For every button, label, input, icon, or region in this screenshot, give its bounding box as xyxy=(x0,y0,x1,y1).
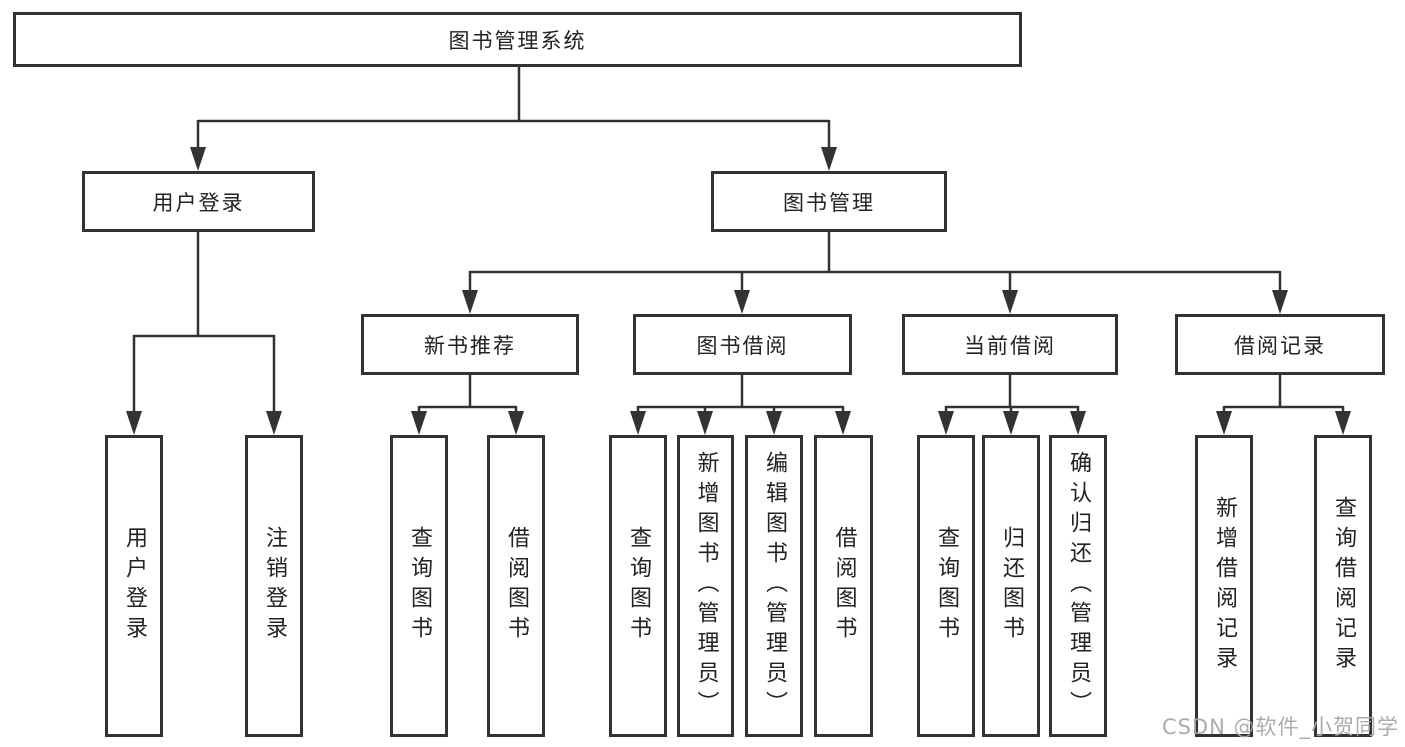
connector-new-book-to-leaves xyxy=(417,375,518,414)
arrowhead-icon xyxy=(411,411,427,435)
arrowheads xyxy=(126,147,1351,435)
leaf-confirm-return-admin: 确认归还（管理员） xyxy=(1049,435,1107,737)
leaf-query-books-newbook-label: 查询图书 xyxy=(407,526,432,646)
leaf-logout-label: 注销登录 xyxy=(262,526,287,646)
leaf-query-borrow-record-label: 查询借阅记录 xyxy=(1331,496,1356,676)
node-root-label: 图书管理系统 xyxy=(448,28,587,53)
arrowhead-icon xyxy=(462,290,478,314)
connector-borrow-record-to-leaves xyxy=(1222,375,1345,414)
arrowhead-icon xyxy=(266,411,282,435)
csdn-watermark: CSDN @软件_小贺同学 xyxy=(1161,715,1399,739)
leaf-add-book-admin-label: 新增图书（管理员） xyxy=(693,451,719,721)
leaf-query-books-newbook: 查询图书 xyxy=(390,435,448,737)
leaf-borrow-books-newbook: 借阅图书 xyxy=(487,435,545,737)
arrowhead-icon xyxy=(1216,411,1232,435)
arrowhead-icon xyxy=(1070,411,1086,435)
connector-root-to-level2 xyxy=(196,66,831,150)
arrowhead-icon xyxy=(766,411,782,435)
arrowhead-icon xyxy=(508,411,524,435)
connector-book-management-to-modules xyxy=(468,232,1282,292)
node-borrowing-records-label: 借阅记录 xyxy=(1234,333,1326,358)
leaf-add-borrow-record: 新增借阅记录 xyxy=(1195,435,1253,737)
node-borrowing-records: 借阅记录 xyxy=(1175,314,1385,375)
arrowhead-icon xyxy=(630,411,646,435)
arrowhead-icon xyxy=(835,411,851,435)
node-new-book-recommend-label: 新书推荐 xyxy=(424,333,516,358)
node-user-login: 用户登录 xyxy=(82,171,315,232)
leaf-user-login: 用户登录 xyxy=(105,435,163,737)
connector-book-borrow-to-leaves xyxy=(636,375,845,414)
leaf-borrow-books-borrowing: 借阅图书 xyxy=(814,435,873,737)
node-root: 图书管理系统 xyxy=(13,12,1022,67)
node-new-book-recommend: 新书推荐 xyxy=(361,314,579,375)
arrowhead-icon xyxy=(1002,290,1018,314)
leaf-return-books: 归还图书 xyxy=(982,435,1040,737)
arrowhead-icon xyxy=(1272,290,1288,314)
leaf-logout: 注销登录 xyxy=(245,435,303,737)
leaf-borrow-books-borrowing-label: 借阅图书 xyxy=(831,526,857,646)
leaf-edit-book-admin-label: 编辑图书（管理员） xyxy=(762,451,787,721)
node-user-login-label: 用户登录 xyxy=(152,190,245,215)
leaf-add-borrow-record-label: 新增借阅记录 xyxy=(1212,496,1237,676)
connector-user-login-to-leaves xyxy=(132,232,276,414)
leaf-return-books-label: 归还图书 xyxy=(999,526,1024,646)
arrowhead-icon xyxy=(1003,411,1019,435)
leaf-query-books-borrowing-label: 查询图书 xyxy=(626,526,651,646)
leaf-query-books-current-label: 查询图书 xyxy=(934,526,959,646)
node-book-borrowing: 图书借阅 xyxy=(633,314,852,375)
arrowhead-icon xyxy=(734,290,750,314)
leaf-query-borrow-record: 查询借阅记录 xyxy=(1314,435,1372,737)
arrowhead-icon xyxy=(821,147,837,171)
node-current-borrowing-label: 当前借阅 xyxy=(964,333,1056,358)
node-book-management-label: 图书管理 xyxy=(783,190,875,215)
node-book-borrowing-label: 图书借阅 xyxy=(696,333,789,358)
leaf-add-book-admin: 新增图书（管理员） xyxy=(677,435,734,737)
connector-current-borrow-to-leaves xyxy=(944,375,1080,414)
leaf-query-books-current: 查询图书 xyxy=(917,435,975,737)
arrowhead-icon xyxy=(1335,411,1351,435)
leaf-query-books-borrowing: 查询图书 xyxy=(609,435,667,737)
leaf-confirm-return-admin-label: 确认归还（管理员） xyxy=(1066,451,1091,721)
arrowhead-icon xyxy=(126,411,142,435)
leaf-edit-book-admin: 编辑图书（管理员） xyxy=(745,435,803,737)
arrowhead-icon xyxy=(697,411,713,435)
arrowhead-icon xyxy=(938,411,954,435)
leaf-user-login-label: 用户登录 xyxy=(122,526,147,646)
node-current-borrowing: 当前借阅 xyxy=(902,314,1118,375)
arrowhead-icon xyxy=(190,147,206,171)
leaf-borrow-books-newbook-label: 借阅图书 xyxy=(504,526,529,646)
node-book-management: 图书管理 xyxy=(711,171,947,232)
